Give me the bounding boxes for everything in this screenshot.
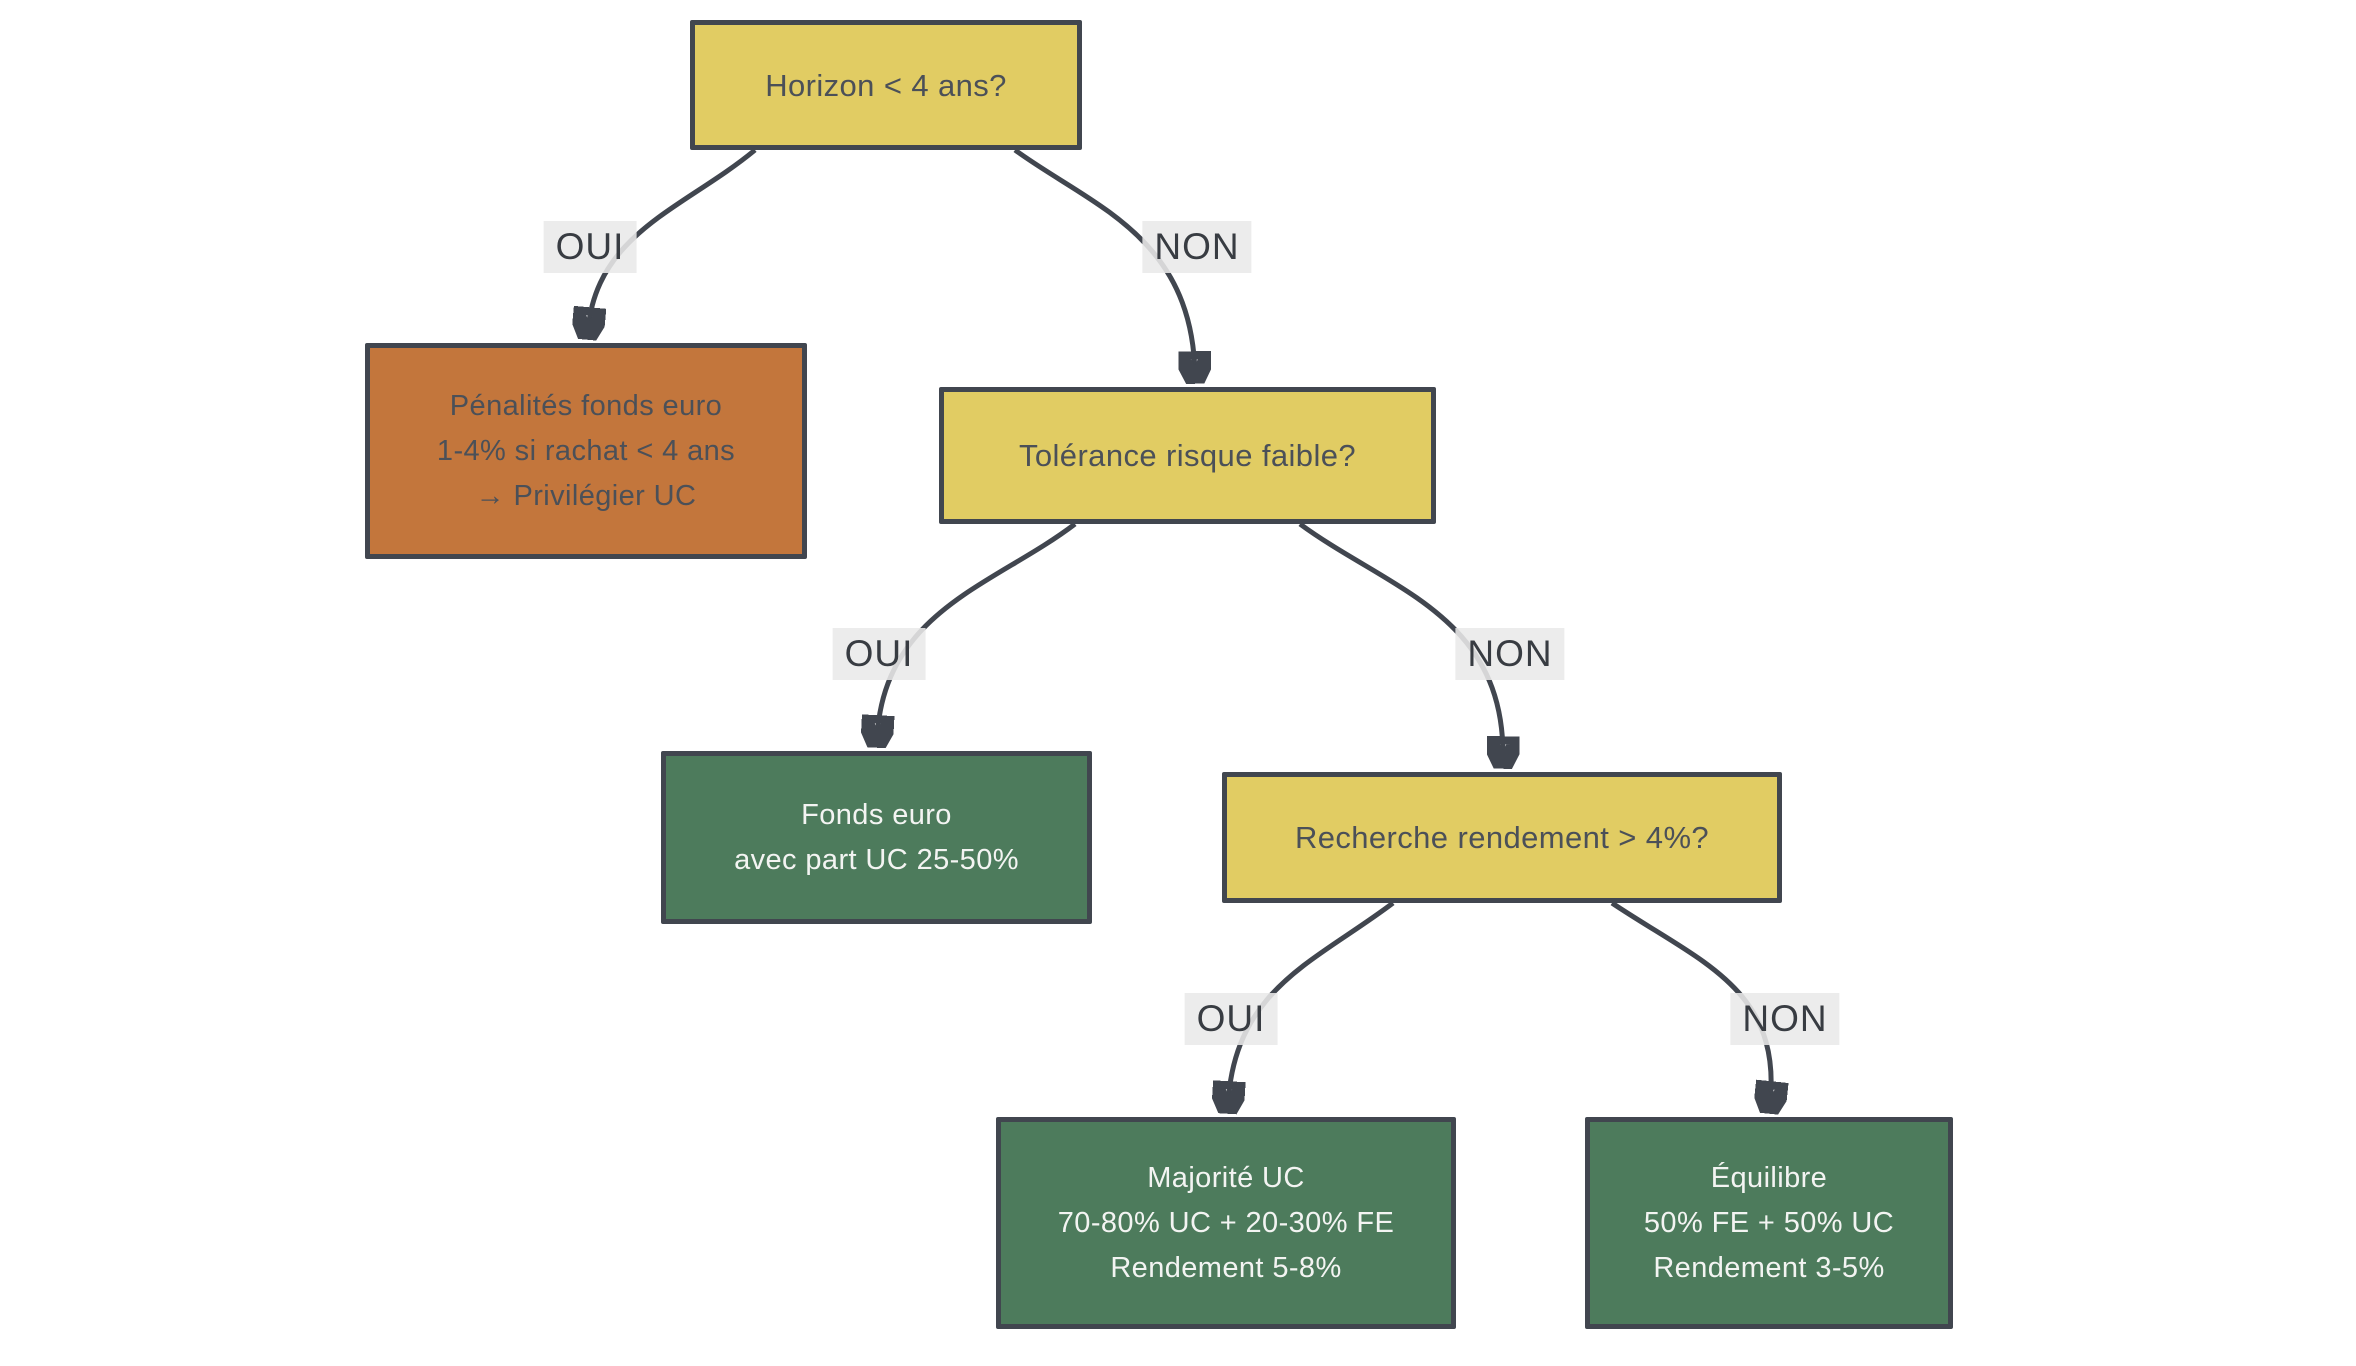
edge-oui-to-fonds-euro [877,522,1077,738]
edge-label-oui-1: OUI [543,221,637,273]
node-result-majorite-uc: Majorité UC 70-80% UC + 20-30% FE Rendem… [996,1117,1456,1329]
node-result-fonds-euro: Fonds euro avec part UC 25-50% [661,751,1092,924]
node-text: Fonds euro [801,798,952,831]
node-text: Recherche rendement > 4%? [1294,820,1710,855]
node-text: → Privilégier UC [475,479,697,512]
node-text: Rendement 3-5% [1653,1251,1885,1284]
node-text: Horizon < 4 ans? [765,67,1007,103]
edge-oui-to-majorite-uc [1228,901,1395,1104]
node-text: Pénalités fonds euro [449,389,723,422]
edge-non-to-equilibre [1610,900,1771,1104]
edge-non-to-rendement [1298,521,1503,759]
edge-label-oui-3: OUI [1184,993,1278,1045]
node-text: Rendement 5-8% [1110,1251,1342,1284]
node-text: 50% FE + 50% UC [1643,1206,1895,1239]
edge-non-to-tolerance [1013,147,1195,374]
node-text: Équilibre [1710,1161,1828,1194]
node-text: Tolérance risque faible? [1018,438,1357,473]
edge-label-non-3: NON [1730,993,1840,1045]
node-question-horizon: Horizon < 4 ans? [690,20,1082,150]
node-question-tolerance: Tolérance risque faible? [939,387,1436,524]
node-text: 70-80% UC + 20-30% FE [1057,1206,1395,1239]
edge-label-oui-2: OUI [832,628,926,680]
edge-oui-to-penalites [588,148,757,330]
node-text: 1-4% si rachat < 4 ans [436,434,736,467]
node-question-rendement: Recherche rendement > 4%? [1222,772,1782,903]
node-result-equilibre: Équilibre 50% FE + 50% UC Rendement 3-5% [1585,1117,1953,1329]
edge-label-non-2: NON [1455,628,1565,680]
edge-label-non-1: NON [1142,221,1252,273]
node-result-penalites: Pénalités fonds euro 1-4% si rachat < 4 … [365,343,807,559]
node-text: Majorité UC [1147,1161,1305,1194]
node-text: avec part UC 25-50% [734,843,1019,876]
